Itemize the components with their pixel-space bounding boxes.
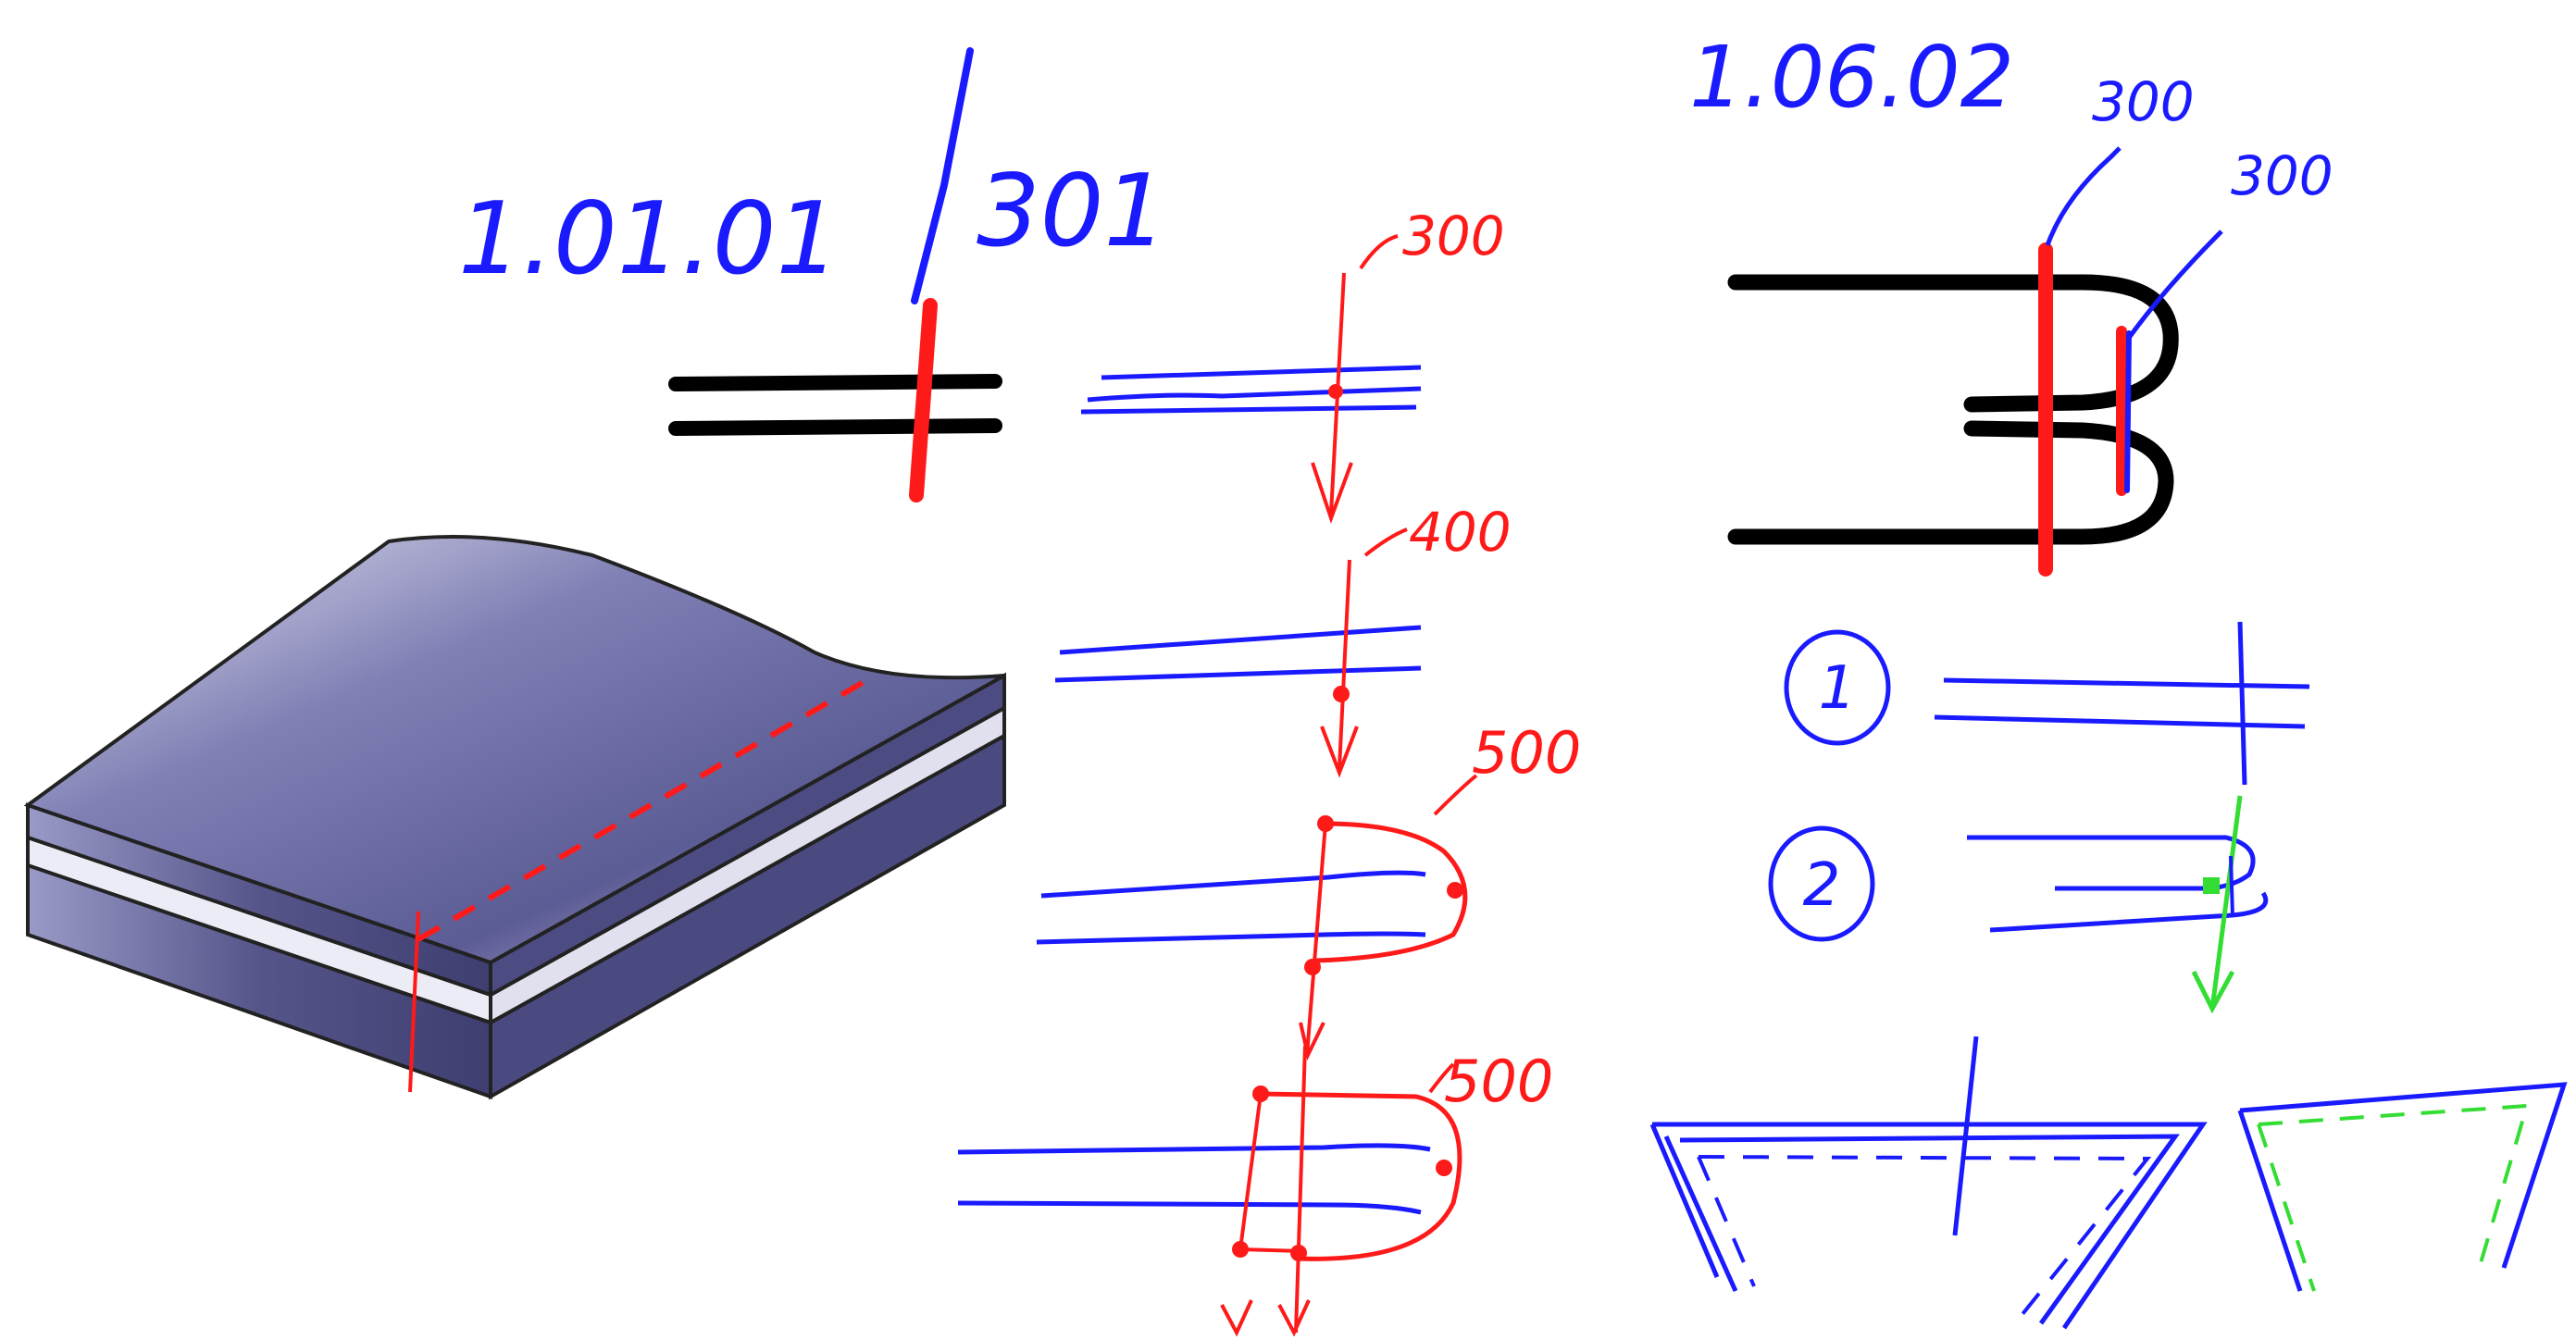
plate-top-face <box>23 535 1005 965</box>
code-left-group: 1.01.01 301 <box>458 47 1167 304</box>
circle-1-label: 1 <box>1819 654 1857 723</box>
step-4-label: 500 <box>1444 1048 1553 1115</box>
plate-seam-dashed <box>417 676 872 942</box>
step-2-sketch: 400 <box>1054 501 1512 778</box>
symbol-double-line <box>668 298 1002 502</box>
code-right-group: 1.06.02 <box>1689 28 2014 127</box>
step-1-label: 300 <box>1402 205 1505 267</box>
step-2-label: 400 <box>1409 501 1512 564</box>
plate-illustration <box>23 535 1006 1100</box>
step-4-sketch: 500 <box>957 1045 1553 1337</box>
hem-profile-symbol: 300 300 <box>1727 70 2333 577</box>
slash-stroke <box>911 47 974 304</box>
code-left-label: 1.01.01 <box>458 181 840 297</box>
option-1-sketch: 1 <box>1784 621 2310 786</box>
right-label-b: 300 <box>2231 144 2333 207</box>
step-3-sketch: 500 <box>1036 719 1581 1061</box>
plate-seam-cut <box>408 911 420 1093</box>
bottom-trapezoid-left <box>1649 1036 2208 1330</box>
circle-2 <box>1768 825 1875 942</box>
right-label-a: 300 <box>2092 70 2195 133</box>
option-2-sketch: 2 <box>1768 795 2269 1014</box>
code-right-label: 1.06.02 <box>1689 28 2014 127</box>
step-1-sketch: 300 <box>1080 205 1505 525</box>
circle-2-label: 2 <box>1803 851 1841 920</box>
code-left-suffix: 301 <box>977 154 1167 269</box>
bottom-trapezoid-right <box>2237 1082 2568 1292</box>
step-3-label: 500 <box>1472 719 1581 787</box>
red-cut-line <box>909 298 938 502</box>
circle-1 <box>1784 629 1891 746</box>
